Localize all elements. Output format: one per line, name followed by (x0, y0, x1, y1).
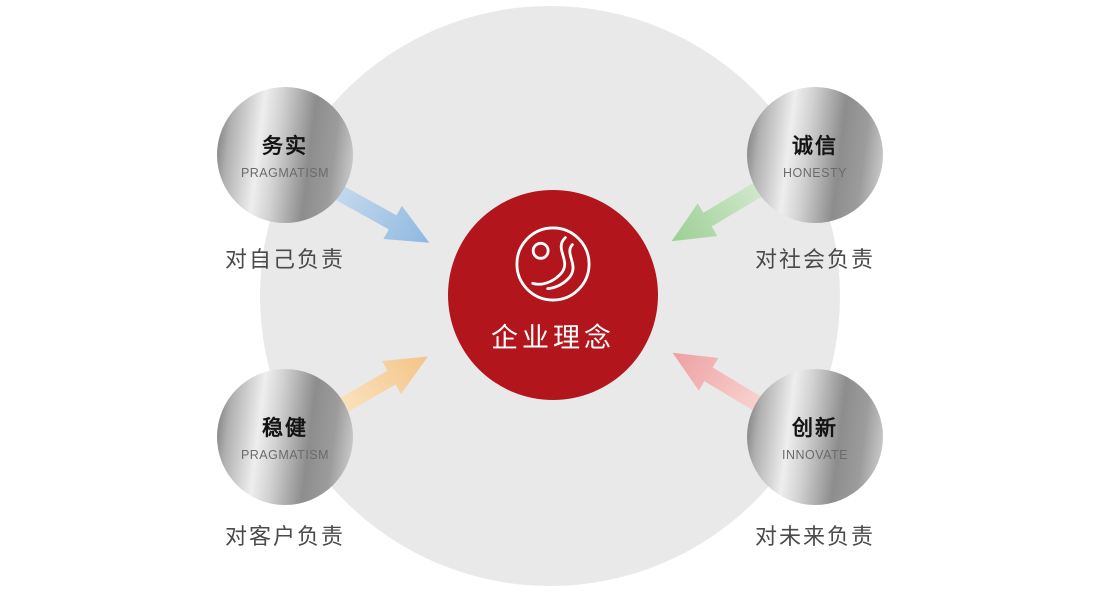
arrow-top-left-to-center-icon (331, 183, 430, 243)
node-top-right: 诚信 HONESTY 对社会负责 (747, 87, 883, 274)
arrow-bottom-left-to-center-icon (330, 356, 428, 418)
node-caption: 对自己负责 (224, 247, 345, 272)
node-circle: 稳健 PRAGMATISM (217, 369, 353, 505)
node-circle: 创新 INNOVATE (747, 369, 883, 505)
arrow-top-right-to-center-icon (671, 178, 769, 242)
node-en-label: HONESTY (783, 166, 847, 180)
node-caption: 对社会负责 (754, 247, 875, 272)
node-cn-label: 创新 (792, 417, 838, 440)
center-circle: 企业理念 (448, 190, 658, 400)
node-circle: 诚信 HONESTY (747, 87, 883, 223)
node-cn-label: 稳健 (262, 417, 308, 440)
node-en-label: PRAGMATISM (240, 448, 330, 462)
node-circle: 务实 PRAGMATISM (217, 87, 353, 223)
node-top-left: 务实 PRAGMATISM 对自己负责 (217, 87, 353, 274)
node-cn-label: 务实 (262, 135, 308, 158)
node-cn-label: 诚信 (792, 135, 838, 158)
node-bottom-right: 创新 INNOVATE 对未来负责 (747, 369, 883, 551)
node-en-label: INNOVATE (781, 448, 849, 462)
center-title: 企业理念 (491, 323, 615, 353)
node-en-label: PRAGMATISM (240, 166, 330, 180)
arrow-bottom-right-to-center-icon (672, 352, 770, 416)
company-logo-icon (515, 226, 591, 302)
node-caption: 对未来负责 (754, 524, 875, 549)
node-caption: 对客户负责 (224, 524, 345, 549)
node-bottom-left: 稳健 PRAGMATISM 对客户负责 (217, 369, 353, 551)
